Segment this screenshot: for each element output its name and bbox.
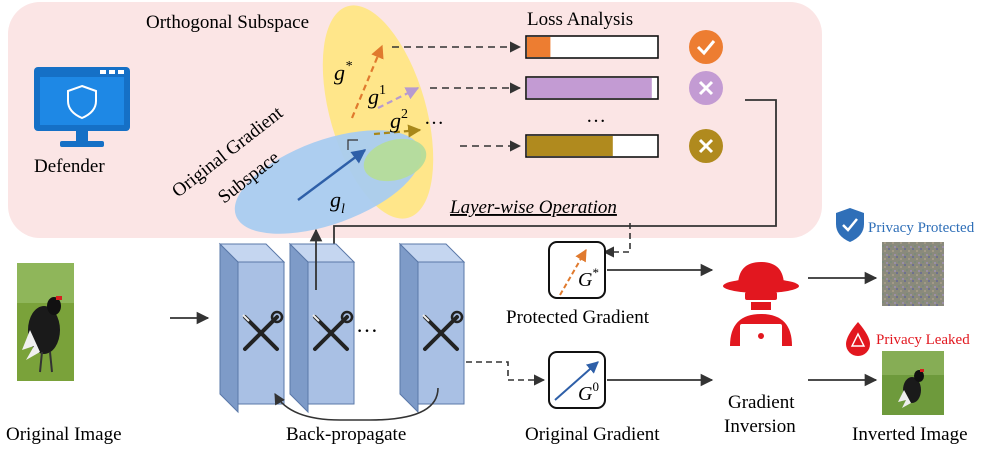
gradient-inversion-label-1: Gradient [728, 392, 795, 413]
gradient-inversion-label-2: Inversion [724, 416, 796, 437]
g1-vector [377, 87, 420, 109]
protected-gradient-label: Protected Gradient [506, 307, 650, 328]
back-propagate-arrow [274, 387, 439, 421]
right-angle-marker [347, 139, 358, 150]
g2-label: g2 [390, 107, 408, 133]
g1-label: g1 [368, 83, 386, 109]
loss-bar-1 [525, 35, 659, 59]
model-to-original-gradient-dashed [466, 361, 546, 386]
G-star-label: G* [578, 265, 599, 291]
gl-label: gl [330, 187, 345, 217]
loss-bar-fill [527, 37, 551, 57]
hacker-icon [723, 262, 799, 348]
original-gradient-label: Original Gradient [525, 424, 660, 445]
original-image [17, 263, 74, 381]
original-image-label: Original Image [6, 424, 122, 445]
orthogonal-subspace-label: Orthogonal Subspace [146, 12, 309, 33]
g2-vector [373, 124, 422, 138]
wrench-screwdriver-icon [312, 310, 354, 351]
G0-label: G0 [578, 379, 599, 405]
privacy-leaked-label: Privacy Leaked [876, 332, 970, 348]
layer-2 [288, 242, 356, 414]
defender-label: Defender [34, 156, 105, 177]
layer-3 [398, 242, 466, 414]
ellipsis-bars: … [586, 105, 606, 127]
status-icons [689, 30, 723, 163]
wrench-screwdriver-icon [422, 310, 464, 351]
protected-output-image [882, 242, 944, 306]
loss-bar-2 [525, 76, 659, 100]
original-gradient-box [548, 351, 606, 409]
loss-bar-fill [527, 136, 613, 156]
ellipsis-vectors: … [424, 107, 444, 129]
g-star-label: g* [334, 59, 352, 85]
cross-icon [689, 129, 723, 163]
loss-bar-frame [525, 35, 659, 59]
protected-gradient-box [548, 241, 606, 299]
drop-warning-icon [846, 322, 870, 356]
inverted-image-label: Inverted Image [852, 424, 968, 445]
loss-bar-fill [527, 78, 652, 98]
check-icon [689, 30, 723, 64]
subspace-overlap [363, 138, 427, 182]
shield-check-icon [836, 208, 864, 242]
cross-icon [689, 71, 723, 105]
monitor-shield-icon [34, 67, 130, 147]
loss-bars [525, 35, 659, 158]
network-layers [218, 242, 466, 414]
layer-wise-operation-label: Layer-wise Operation [449, 197, 617, 218]
wrench-screwdriver-icon [242, 310, 284, 351]
loss-bar-3 [525, 134, 659, 158]
loss-analysis-label: Loss Analysis [527, 9, 633, 30]
g-star-vector [350, 44, 384, 119]
privacy-protected-label: Privacy Protected [868, 220, 975, 236]
inverted-output-image [882, 351, 944, 415]
ellipsis-layers: … [356, 312, 378, 337]
gl-vector [297, 149, 367, 201]
back-propagate-label: Back-propagate [286, 424, 406, 445]
layer-1 [218, 242, 286, 414]
